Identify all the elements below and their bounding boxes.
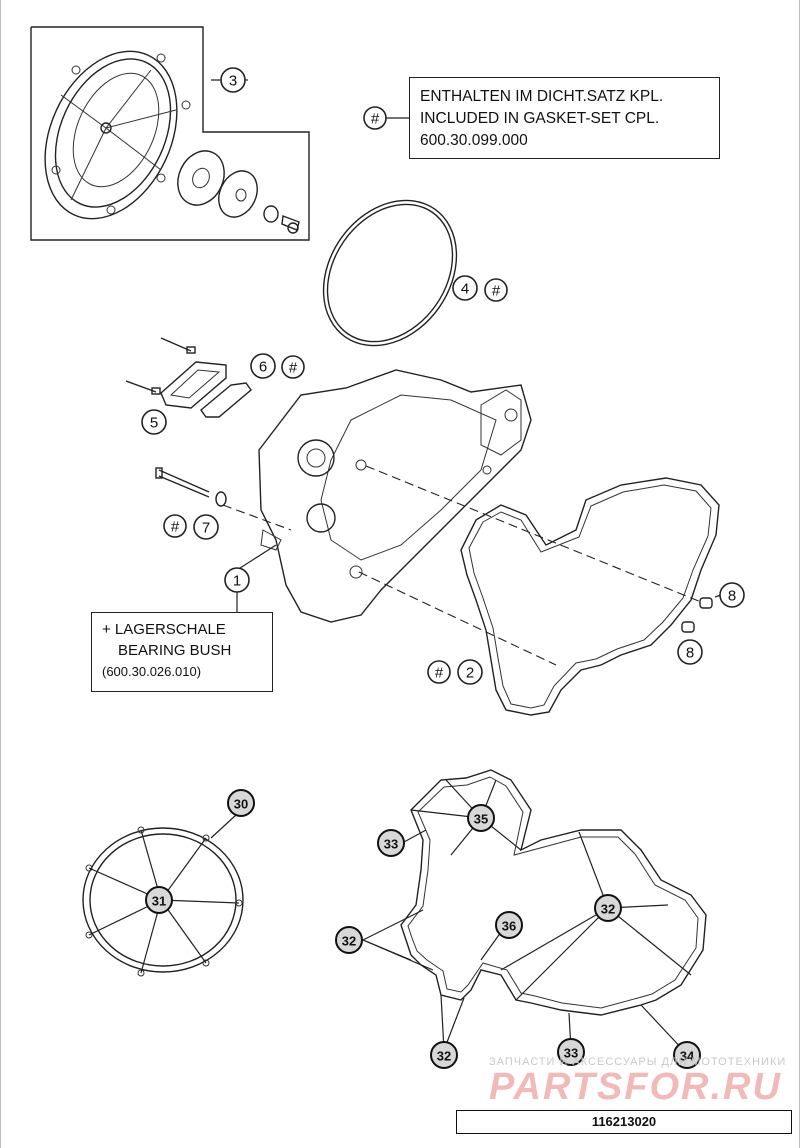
svg-text:36: 36	[502, 919, 516, 934]
svg-text:32: 32	[342, 934, 356, 949]
large-gasket-drawing	[400, 769, 707, 1016]
svg-text:30: 30	[234, 797, 248, 812]
svg-text:32: 32	[601, 902, 615, 917]
callout-8-lower: 8	[677, 639, 703, 665]
bush-note-line2: BEARING BUSH	[118, 642, 232, 659]
svg-text:8: 8	[728, 588, 736, 605]
svg-text:1: 1	[233, 573, 241, 590]
svg-text:4: 4	[461, 281, 469, 298]
callout-1: 1	[224, 567, 250, 593]
gasket-note-line1: ENTHALTEN IM DICHT.SATZ KPL.	[420, 88, 664, 105]
water-pump-cover-drawing	[125, 337, 252, 418]
watermark-logo: PARTSFOR.RU	[489, 1066, 782, 1108]
callout-6: 6 #	[250, 353, 305, 379]
clutch-cover-assembly-box	[30, 26, 310, 241]
callout-hash-note: #	[363, 106, 387, 130]
callout-32-left: 32	[335, 926, 363, 954]
alignment-lines	[222, 465, 702, 666]
callout-3: 3	[220, 67, 246, 93]
svg-text:3: 3	[229, 73, 237, 90]
clutch-cover-drawing	[44, 50, 300, 234]
svg-text:31: 31	[152, 894, 166, 909]
svg-text:2: 2	[466, 665, 474, 682]
svg-text:32: 32	[437, 1049, 451, 1064]
callout-30: 30	[227, 789, 255, 817]
svg-text:7: 7	[202, 520, 210, 537]
svg-text:#: #	[171, 519, 180, 536]
o-ring-drawing	[322, 199, 458, 347]
cover-gasket-drawing	[460, 477, 720, 716]
callout-7: # 7	[163, 514, 219, 540]
ignition-cover-drawing	[258, 369, 532, 623]
callout-31: 31	[145, 886, 173, 914]
svg-text:33: 33	[384, 837, 398, 852]
gasket-note-line2: INCLUDED IN GASKET-SET CPL.	[420, 110, 660, 127]
svg-text:#: #	[289, 360, 298, 377]
callout-33-upper: 33	[377, 829, 405, 857]
callout-32-right: 32	[594, 894, 622, 922]
drawing-number: 116213020	[456, 1110, 792, 1134]
long-bolt-drawing	[155, 467, 227, 507]
callout-4: 4 #	[452, 275, 508, 302]
svg-text:#: #	[435, 665, 444, 682]
svg-text:8: 8	[686, 645, 694, 662]
callout-8-upper: 8	[719, 582, 745, 608]
callout-35: 35	[467, 804, 495, 832]
svg-text:#: #	[492, 283, 501, 300]
svg-text:33: 33	[564, 1046, 578, 1061]
callout-32-bottom: 32	[430, 1041, 458, 1069]
callout-2: # 2	[427, 659, 483, 685]
watermark: ЗАПЧАСТИ И АКСЕССУАРЫ ДЛЯ МОТОТЕХНИКИ PA…	[489, 1056, 789, 1108]
svg-text:5: 5	[150, 415, 158, 432]
callout-5: 5	[141, 409, 167, 435]
leader-lines	[88, 79, 722, 1053]
svg-text:35: 35	[474, 812, 488, 827]
bush-note-line3: (600.30.026.010)	[102, 664, 202, 679]
svg-text:34: 34	[680, 1049, 695, 1064]
watermark-tagline: ЗАПЧАСТИ И АКСЕССУАРЫ ДЛЯ МОТОТЕХНИКИ	[489, 1056, 787, 1068]
dowel-pin-lower	[681, 621, 695, 633]
gasket-note-line3: 600.30.099.000	[420, 132, 528, 149]
callout-36: 36	[495, 911, 523, 939]
dowel-pin-upper	[699, 597, 713, 609]
svg-text:6: 6	[259, 359, 267, 376]
callout-33-bottom: 33	[557, 1038, 585, 1066]
clutch-cover-gasket-drawing	[82, 826, 244, 977]
bush-note-line1: + LAGERSCHALE	[102, 621, 226, 638]
callout-34: 34	[673, 1041, 701, 1069]
gasket-set-note: ENTHALTEN IM DICHT.SATZ KPL. INCLUDED IN …	[409, 77, 720, 159]
svg-text:#: #	[371, 111, 380, 128]
bearing-bush-note: + LAGERSCHALE BEARING BUSH (600.30.026.010…	[91, 612, 273, 692]
